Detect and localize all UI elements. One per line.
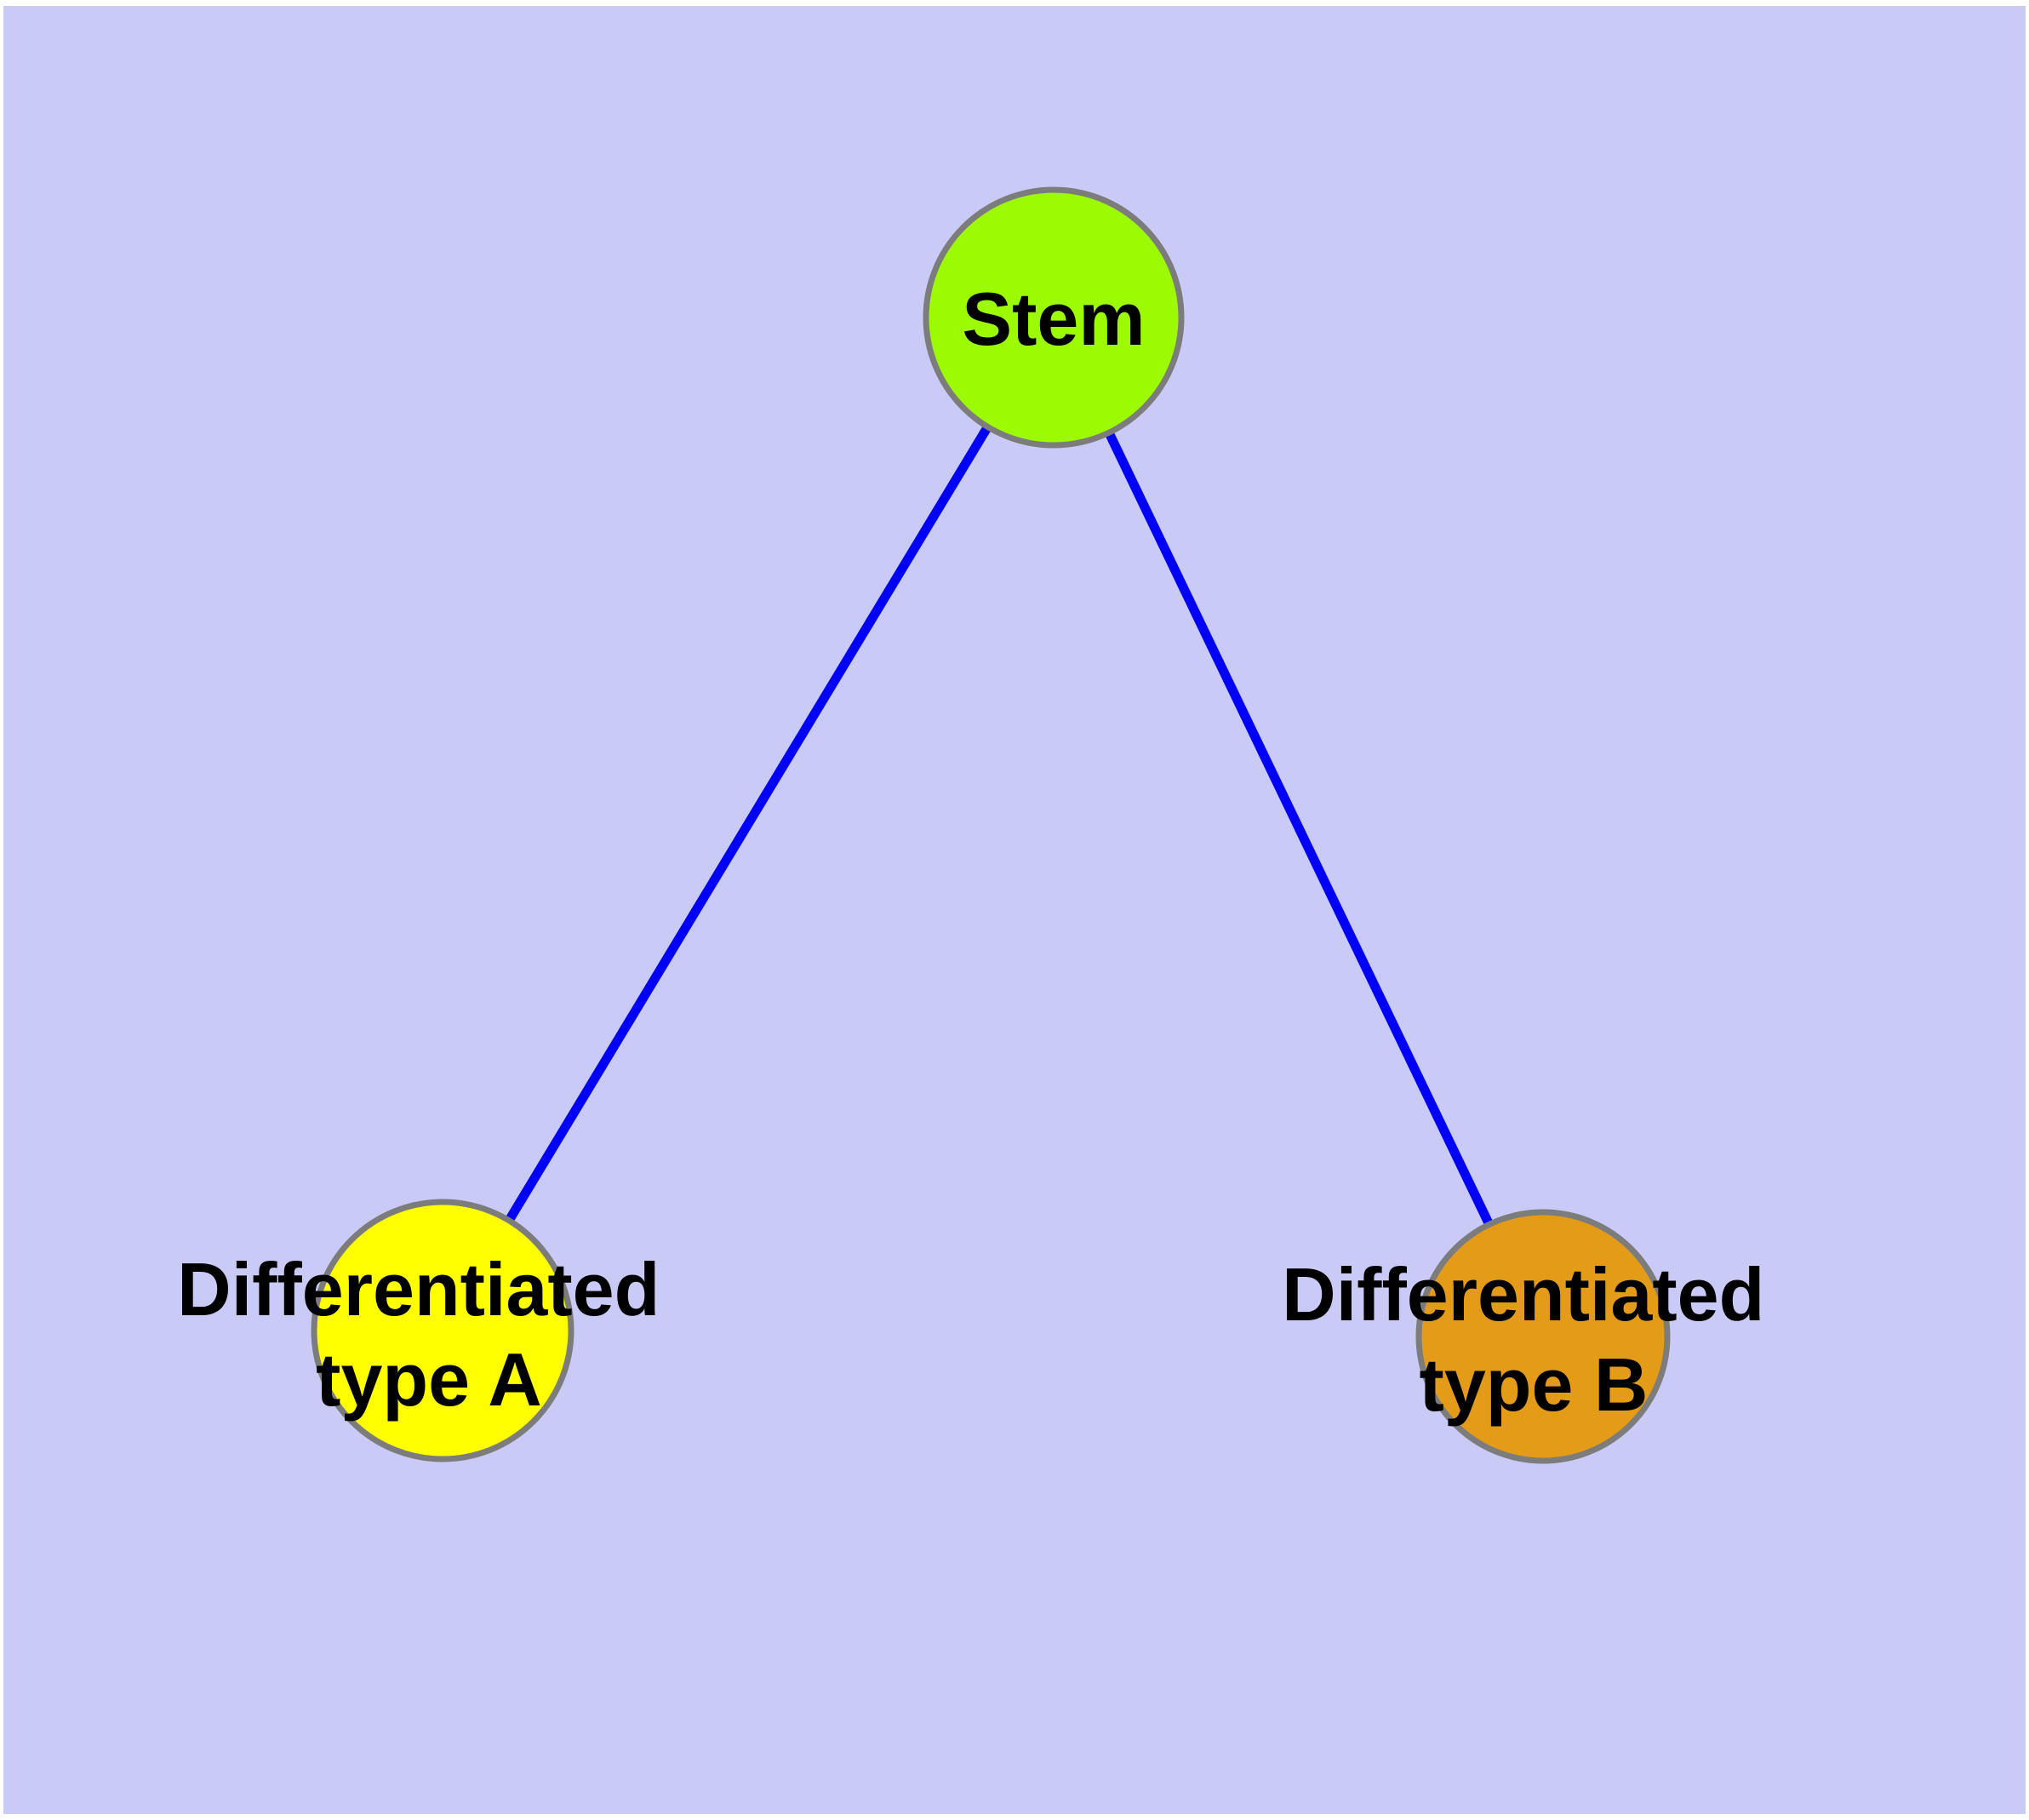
- node-differentiated-type-a: Differentiated type A: [177, 1199, 681, 1462]
- node-stem: Stem: [923, 186, 1185, 449]
- node-differentiated-type-b-circle: [1415, 1209, 1671, 1464]
- node-stem-circle: [923, 186, 1185, 449]
- node-differentiated-type-a-label-line2: type A: [316, 1337, 542, 1422]
- edge-stem-to-typeB: [1049, 315, 1547, 1339]
- node-differentiated-type-b: Differentiated type B: [1282, 1209, 1786, 1464]
- edge-stem-to-typeA: [438, 315, 1058, 1333]
- node-stem-label: Stem: [962, 277, 1145, 361]
- node-differentiated-type-b-label-line2: type B: [1420, 1342, 1649, 1427]
- node-differentiated-type-a-label-line1: Differentiated: [177, 1247, 660, 1331]
- node-differentiated-type-b-label-line1: Differentiated: [1282, 1252, 1764, 1336]
- node-differentiated-type-a-label: Differentiated type A: [177, 1247, 681, 1422]
- node-differentiated-type-a-circle: [311, 1199, 574, 1462]
- node-differentiated-type-b-label: Differentiated type B: [1282, 1252, 1786, 1427]
